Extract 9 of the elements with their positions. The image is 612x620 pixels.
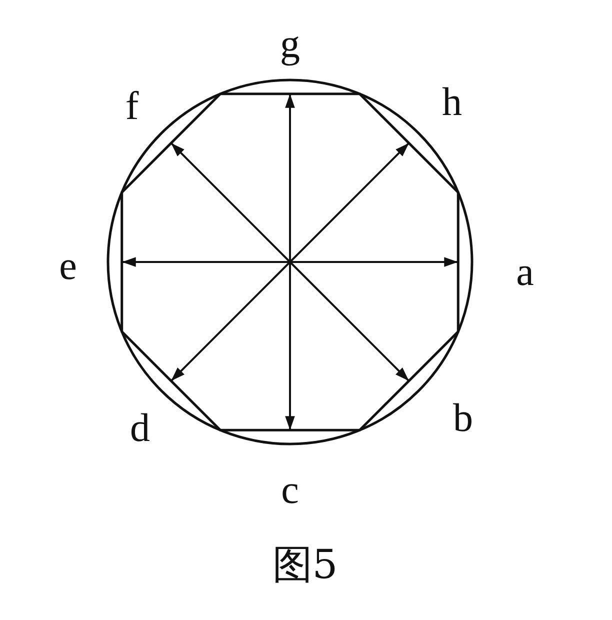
point-label: a (516, 252, 534, 292)
point-label: c (281, 470, 299, 510)
point-label: e (59, 246, 77, 286)
point-label: b (453, 398, 473, 438)
figure-caption: 图5 (272, 545, 338, 585)
point-label: f (125, 86, 139, 126)
point-label: h (442, 82, 462, 122)
point-label: d (130, 408, 150, 448)
point-label: g (280, 24, 300, 64)
